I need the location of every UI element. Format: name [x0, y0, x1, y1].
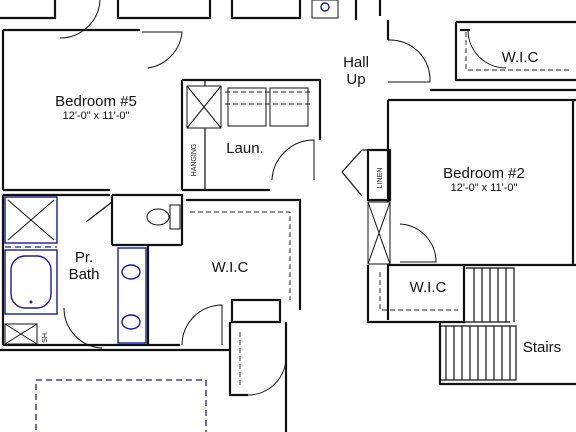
laundry-label: Laun.: [226, 140, 264, 157]
wic-right-label: W.I.C: [410, 279, 447, 296]
dashed-outline: [35, 379, 207, 432]
laundry: Laun. HANGING: [180, 78, 322, 192]
toilet-icon: [146, 208, 170, 226]
lower-door: [247, 356, 287, 396]
hall: Hall Up: [343, 20, 431, 320]
hall-door: [387, 39, 431, 83]
sink-icon-2: [121, 314, 141, 330]
sink-icon: [121, 264, 141, 280]
hall-label: Hall: [343, 54, 369, 71]
bedroom-5: Bedroom #5 12'-0" x 11'-0": [1, 28, 140, 192]
linen-tag: LINEN: [377, 168, 384, 189]
bedroom-2-door: [399, 223, 437, 263]
hanging-tag: HANGING: [191, 144, 198, 177]
bathtub-icon: [4, 249, 58, 315]
bedroom-5-door: [142, 31, 183, 69]
bedroom-2-label: Bedroom #2: [443, 165, 525, 182]
private-bath: SH. Pr. Bath: [1, 193, 150, 349]
toilet-tank: [169, 204, 181, 230]
wic-center: W.I.C: [148, 198, 302, 347]
sink-icon: [311, 0, 339, 19]
dryer-icon: [269, 87, 309, 127]
top-edge-fixtures: [0, 0, 382, 39]
shower-pan: [4, 196, 58, 244]
wic-center-door: [181, 304, 223, 346]
wic-top-label: W.I.C: [502, 49, 539, 66]
stairs: Stairs: [438, 266, 576, 386]
pr-bath-label-2: Bath: [69, 266, 100, 283]
wic-top: W.I.C: [388, 20, 576, 102]
wic-center-label: W.I.C: [212, 259, 249, 276]
washer-icon: [227, 87, 267, 127]
bedroom-2-dimensions: 12'-0" x 11'-0": [451, 182, 518, 194]
vanity-counter: [117, 247, 147, 344]
bedroom-5-dimensions: 12'-0" x 11'-0": [63, 110, 130, 122]
pr-bath-label: Pr.: [75, 249, 93, 266]
bedroom-2: Bedroom #2 12'-0" x 11'-0": [388, 100, 576, 267]
linen-closet: LINEN: [341, 148, 392, 202]
bath-door: [63, 307, 103, 349]
wic-right: W.I.C: [366, 265, 466, 324]
laundry-door: [271, 139, 315, 181]
wic-top-door: [467, 29, 507, 69]
stairs-label: Stairs: [523, 339, 561, 356]
lower-area: [0, 322, 288, 432]
sink-basin-icon: [320, 2, 330, 12]
shower-tag: SH.: [42, 331, 49, 343]
water-closet: [112, 193, 184, 245]
hall-up-label: Up: [346, 71, 365, 88]
bedroom-5-label: Bedroom #5: [55, 93, 137, 110]
closet-shelves: [367, 201, 437, 265]
